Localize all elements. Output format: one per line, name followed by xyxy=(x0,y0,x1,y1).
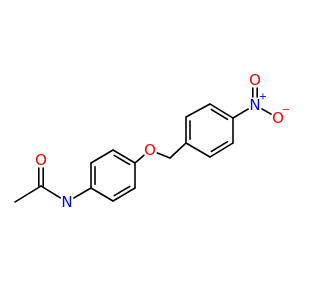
bond-r1_c-r1_d xyxy=(112,149,136,164)
bond-r2_e-r2_f-inner xyxy=(210,140,229,153)
bond-r2_c-r2_d-inner xyxy=(210,108,229,121)
bond-r2_f-r2_a xyxy=(185,142,211,158)
atom-o-carbonyl: O xyxy=(35,151,47,169)
charge-o-nitro-single: − xyxy=(282,105,290,116)
bond-n_nitro-o_nitro_single xyxy=(261,108,272,115)
bond-r1_c-r1_d-inner xyxy=(113,154,131,166)
bond-r1_f-r1_a xyxy=(90,187,114,202)
atom-o-nitro-single: O xyxy=(272,109,284,127)
bond-r1_e-r1_f xyxy=(112,187,136,202)
bond-r1_d-o_ether xyxy=(134,154,145,164)
bond-c_carbonyl-n_amide xyxy=(40,185,61,199)
bond-r1_b-r1_c xyxy=(90,149,114,164)
charge-n-nitro: + xyxy=(259,92,267,103)
atom-o-nitro-dbl: O xyxy=(249,71,261,89)
bond-layer xyxy=(14,87,272,203)
atom-n-amide: N xyxy=(61,193,72,211)
bond-n_amide-r1_a xyxy=(73,187,92,199)
bond-c_methylene-r2_a xyxy=(169,142,187,159)
atom-o-ether: O xyxy=(144,141,156,159)
atom-n-nitro: N xyxy=(249,96,260,114)
bond-r1_e-r1_f-inner xyxy=(113,185,131,197)
bond-o_ether-c_methylene xyxy=(156,152,171,159)
bond-r2_d-n_nitro xyxy=(232,108,249,119)
bond-c_methyl-c_carbonyl xyxy=(14,185,42,203)
bond-r2_b-r2_c xyxy=(185,103,211,118)
bond-r2_e-r2_f xyxy=(209,142,234,158)
bond-r2_c-r2_d xyxy=(209,103,234,119)
